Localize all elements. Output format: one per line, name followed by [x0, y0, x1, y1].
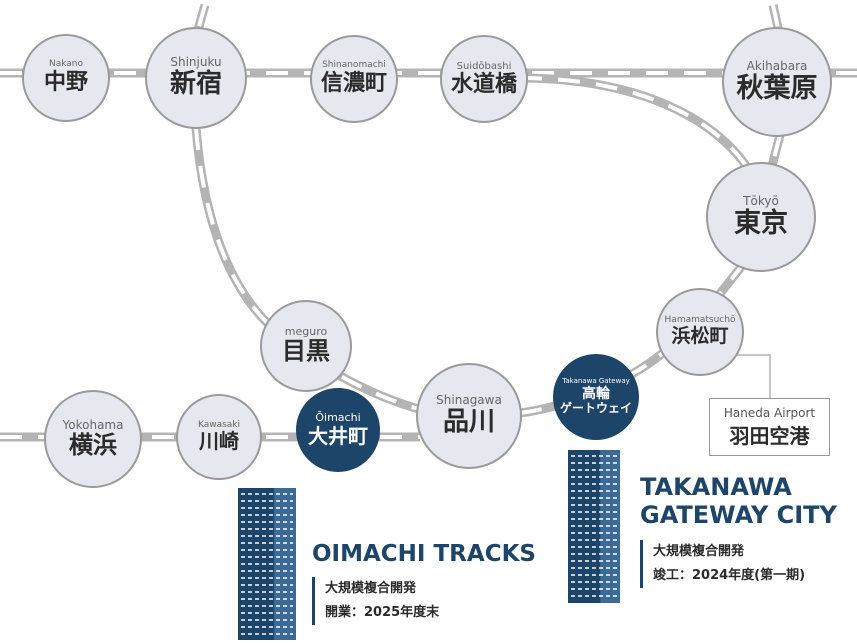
station-jp-label-1: 高輪 — [582, 385, 610, 402]
station-jp-label: 信濃町 — [320, 71, 387, 97]
station-takanawa-gateway[interactable]: Takanawa Gateway 高輪 ゲートウェイ — [553, 354, 639, 440]
haneda-airport-box[interactable]: Haneda Airport 羽田空港 — [709, 398, 830, 456]
station-oimachi[interactable]: Ōimachi 大井町 — [296, 388, 380, 472]
tower-side — [600, 450, 620, 603]
station-jp-label: 秋葉原 — [736, 73, 818, 105]
station-jp-label: 大井町 — [308, 423, 368, 448]
station-tokyo[interactable]: Tōkyō 東京 — [706, 162, 816, 272]
station-shinagawa[interactable]: Shinagawa 品川 — [416, 363, 522, 469]
station-en-label: Shinanomachi — [322, 60, 386, 71]
station-en-label: Tōkyō — [743, 193, 779, 208]
station-jp-label: 水道橋 — [450, 71, 517, 97]
station-jp-label: 目黒 — [282, 337, 330, 366]
station-jp-label: 中野 — [43, 70, 88, 96]
station-shinanomachi[interactable]: Shinanomachi 信濃町 — [310, 35, 398, 123]
takanawa-note-2: 竣工：2024年度(第一期) — [653, 568, 806, 583]
station-yokohama[interactable]: Yokohama 横浜 — [44, 390, 142, 488]
station-en-label: Takanawa Gateway — [562, 377, 630, 386]
airport-en-label: Haneda Airport — [723, 405, 816, 420]
station-en-label: Hamamatsuchō — [664, 315, 736, 326]
station-nakano[interactable]: Nakano 中野 — [22, 34, 110, 122]
station-jp-label: 新宿 — [169, 68, 222, 99]
station-en-label: Shinagawa — [436, 393, 502, 408]
station-jp-label: 品川 — [442, 406, 495, 437]
oimachi-project-title: OIMACHI TRACKS — [312, 541, 536, 567]
shinjuku-north-line-dash — [196, 4, 207, 31]
station-meguro[interactable]: meguro 目黒 — [260, 300, 352, 392]
airport-jp-label: 羽田空港 — [729, 423, 810, 448]
akihabara-north-line-dash — [771, 4, 780, 29]
station-en-label: Ōimachi — [315, 411, 361, 425]
station-jp-label-2: ゲートウェイ — [559, 400, 632, 415]
oimachi-tower-illustration — [238, 488, 296, 640]
station-en-label: Yokohama — [62, 417, 124, 432]
oimachi-note-2: 開業：2025年度末 — [325, 605, 440, 620]
station-hamamatsucho[interactable]: Hamamatsuchō 浜松町 — [656, 288, 744, 376]
station-en-label: meguro — [284, 325, 328, 339]
station-en-label: Kawasaki — [197, 419, 241, 430]
oimachi-note-1: 大規模複合開発 — [325, 581, 417, 596]
takanawa-project-notes: 大規模複合開発 竣工：2024年度(第一期) — [640, 540, 805, 588]
station-shinjuku[interactable]: Shinjuku 新宿 — [145, 27, 247, 129]
station-jp-label: 東京 — [734, 208, 788, 240]
station-jp-label: 横浜 — [69, 430, 117, 459]
takanawa-note-1: 大規模複合開発 — [653, 544, 745, 559]
station-jp-label: 浜松町 — [671, 325, 729, 348]
takanawa-title-line2: GATEWAY CITY — [640, 501, 837, 529]
shinjuku-shinagawa-line-dash — [194, 127, 431, 414]
station-suidobashi[interactable]: Suidōbashi 水道橋 — [440, 35, 528, 123]
takanawa-project-title: TAKANAWA GATEWAY CITY — [640, 473, 837, 529]
station-en-label: Shinjuku — [170, 55, 222, 70]
station-jp-label: 川崎 — [199, 429, 239, 454]
station-en-label: Akihabara — [746, 58, 808, 73]
akihabara-tokyo-line-dash — [770, 134, 782, 167]
suidobashi-tokyo-line-dash — [519, 76, 754, 177]
station-akihabara[interactable]: Akihabara 秋葉原 — [722, 27, 832, 137]
station-en-label: Suidōbashi — [456, 60, 512, 72]
takanawa-title-line1: TAKANAWA — [640, 473, 792, 501]
station-en-label: Nakano — [48, 59, 84, 70]
station-kawasaki[interactable]: Kawasaki 川崎 — [176, 394, 262, 480]
oimachi-project-notes: 大規模複合開発 開業：2025年度末 — [312, 577, 439, 625]
takanawa-tower-illustration — [568, 450, 620, 603]
